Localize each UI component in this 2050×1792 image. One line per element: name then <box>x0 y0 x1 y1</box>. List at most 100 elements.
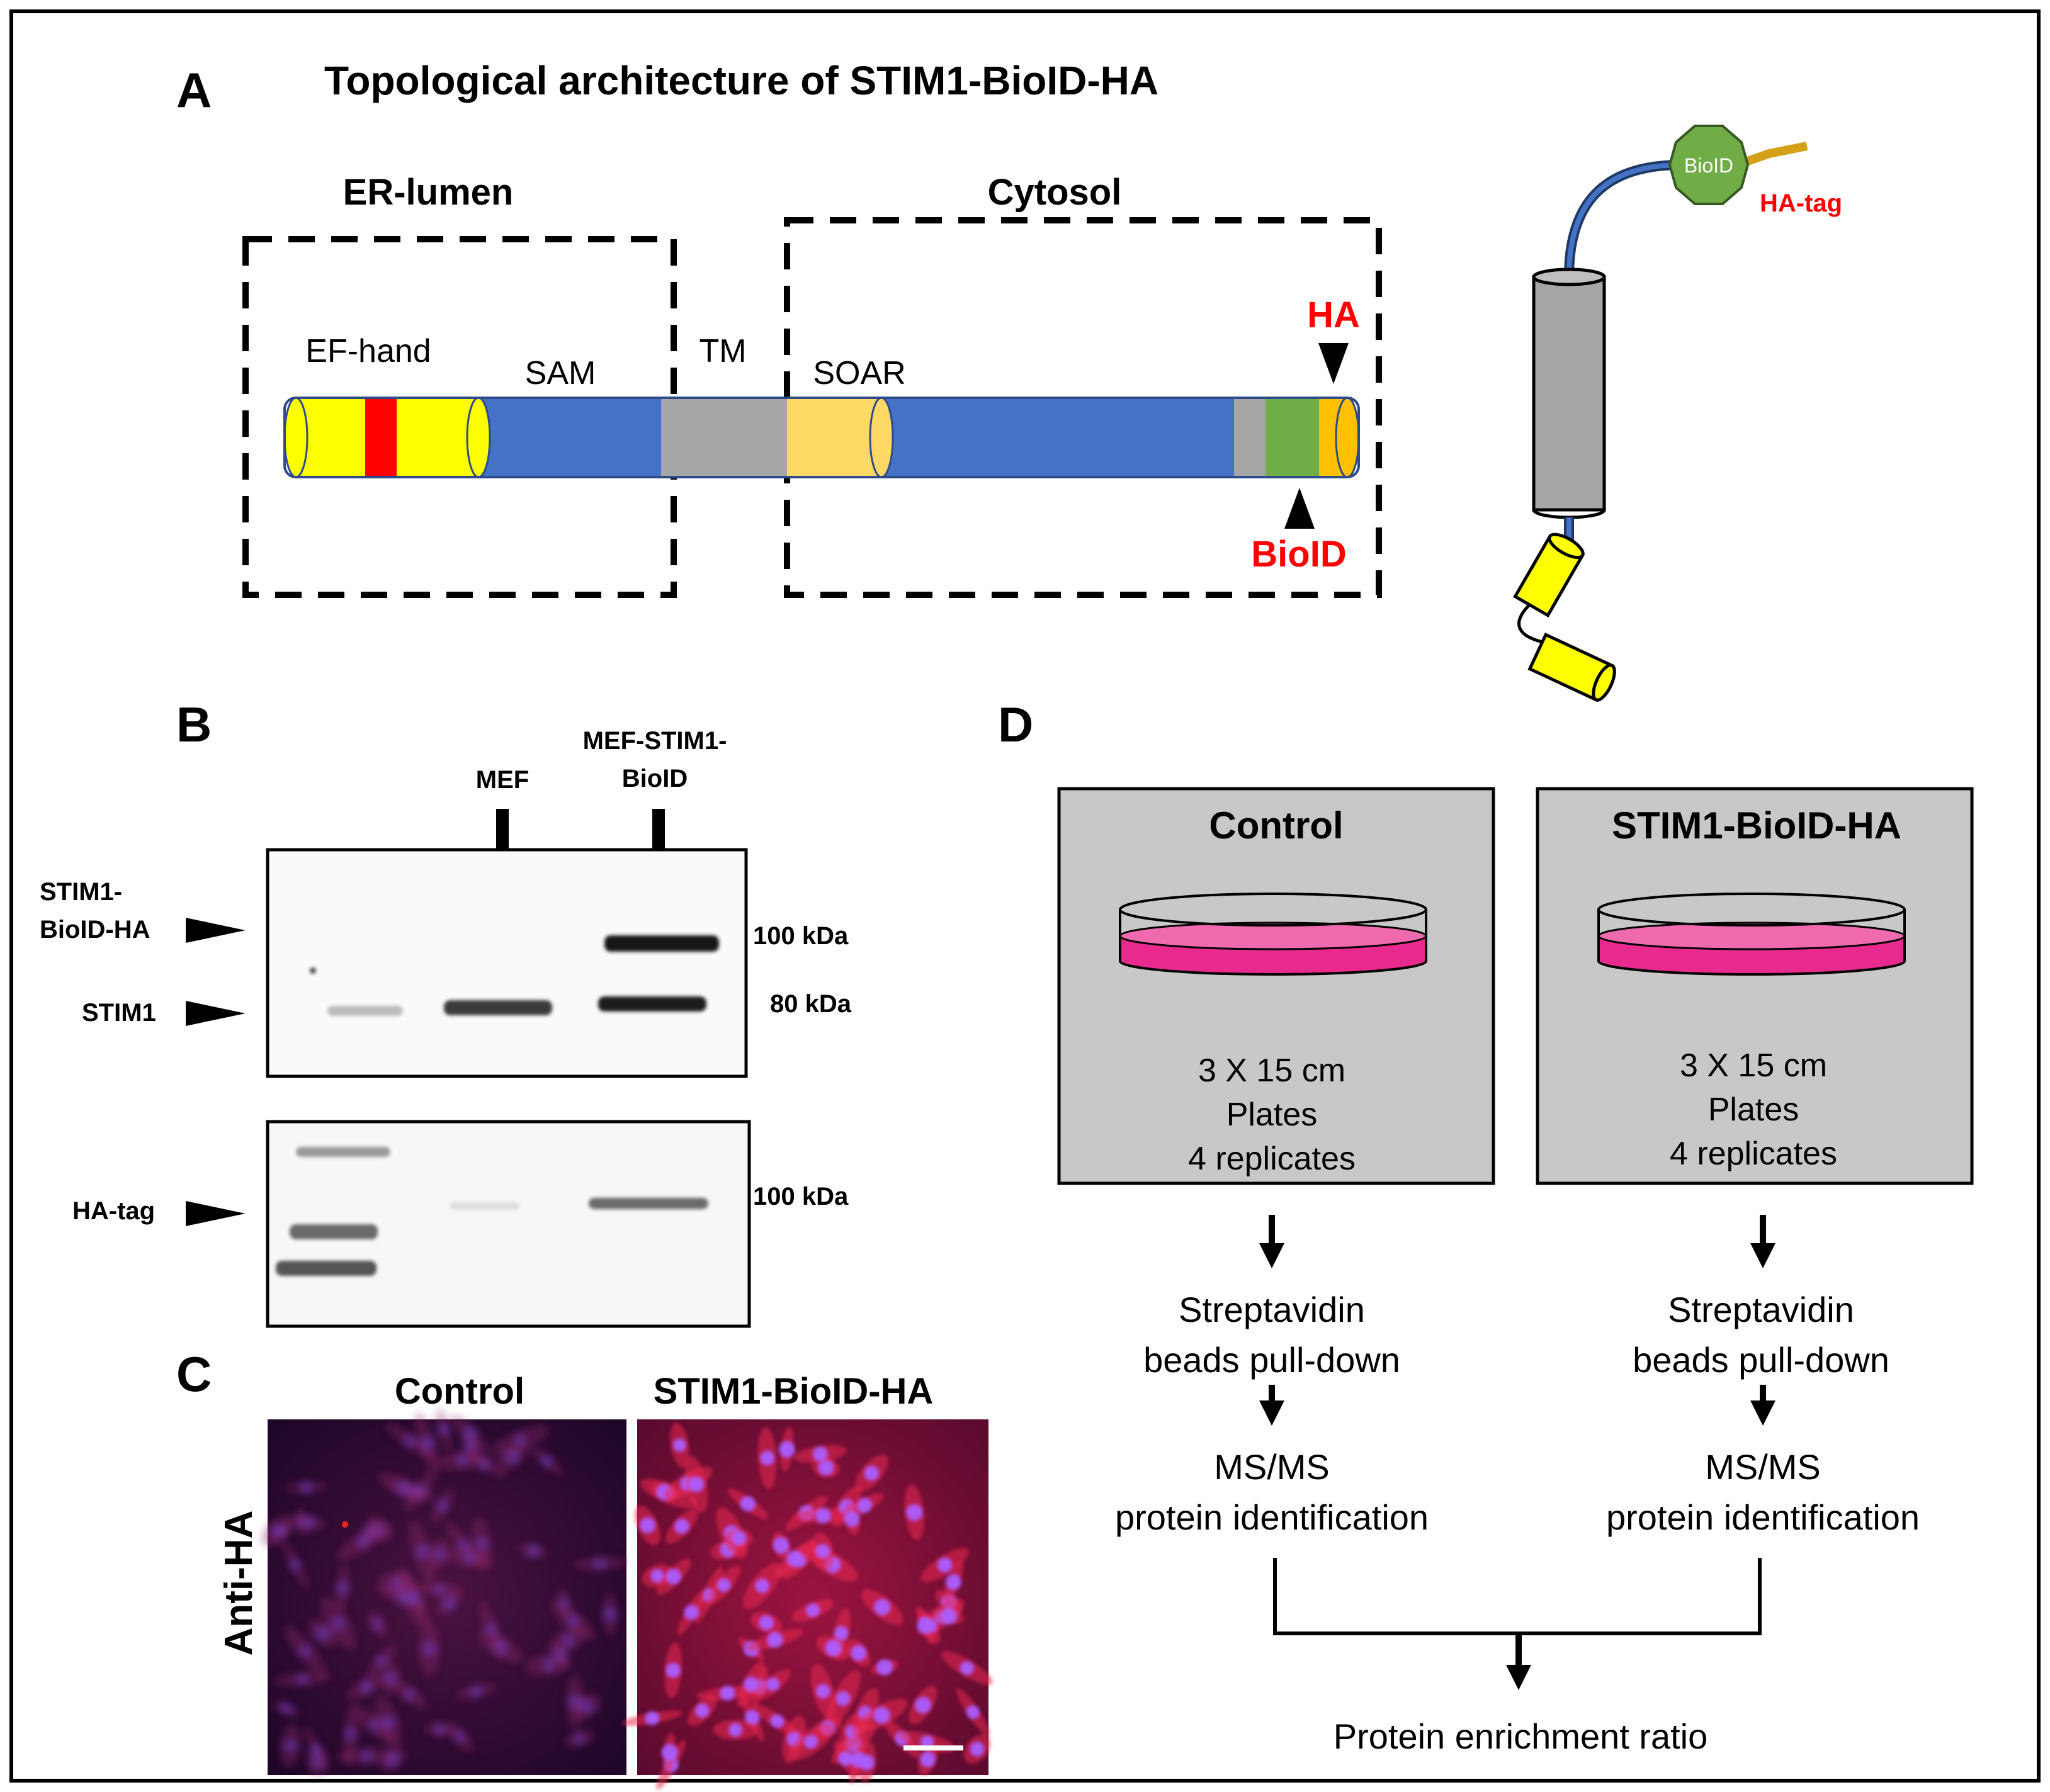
cell-nucleus <box>818 1460 834 1475</box>
cell-nucleus <box>806 1603 820 1617</box>
cytosolic-tail-core <box>1566 162 1682 278</box>
ef-hand-cylinder-2 <box>1527 632 1616 702</box>
cell-nucleus <box>475 1537 489 1550</box>
cell-nucleus <box>433 1723 446 1736</box>
arrow-down-icon <box>1750 1243 1775 1268</box>
arrow-down-icon <box>1506 1665 1531 1690</box>
control-condition-box <box>1057 787 1495 1185</box>
control-box-title: Control <box>1209 804 1343 847</box>
soar-end <box>869 397 894 478</box>
cell-nucleus <box>684 1605 699 1620</box>
ha-arrowhead-icon <box>1318 343 1349 384</box>
cell-nucleus <box>421 1641 437 1656</box>
ladder-band-1 <box>296 1147 390 1157</box>
cell-nucleus <box>665 1663 681 1678</box>
bioid-octagon-icon <box>1668 125 1750 205</box>
stim-box-title: STIM1-BioID-HA <box>1612 804 1901 847</box>
fusion-arrow-icon <box>186 918 246 943</box>
cell-nucleus <box>526 1543 540 1558</box>
cell-nucleus <box>906 1504 923 1521</box>
cell-nucleus <box>310 1743 322 1755</box>
ladder-band-2 <box>290 1224 378 1239</box>
cell-nucleus <box>834 1626 849 1640</box>
band-stim1-stim <box>598 996 706 1012</box>
cell-nucleus <box>970 1742 984 1756</box>
ladder-band-3 <box>276 1261 377 1276</box>
cell-nucleus <box>813 1446 828 1462</box>
ef-hand-loop <box>1517 603 1543 644</box>
bar-start-cap <box>283 397 309 478</box>
cell-nucleus <box>717 1579 731 1592</box>
cell-nucleus <box>920 1752 936 1767</box>
control-step1-line2: beads pull-down <box>1143 1340 1400 1380</box>
tm-cylinder <box>1532 275 1606 512</box>
control-step2-line1: MS/MS <box>1214 1447 1330 1487</box>
cell-nucleus <box>838 1751 853 1766</box>
cell-nucleus <box>395 1480 410 1495</box>
ha-tag-blot-label: HA-tag <box>72 1197 155 1225</box>
lane-label-stim-line1: MEF-STIM1- <box>583 727 727 755</box>
enrichment-ratio-label: Protein enrichment ratio <box>1334 1716 1708 1756</box>
cell-nucleus <box>720 1686 735 1701</box>
ha-tag-arrow-icon <box>186 1201 246 1226</box>
control-step2-line2: protein identification <box>1115 1497 1429 1537</box>
image-label-control: Control <box>395 1371 524 1412</box>
cell-nucleus <box>298 1644 312 1657</box>
cytosol-box <box>784 217 1382 598</box>
stim-plates-line3: 4 replicates <box>1670 1135 1837 1172</box>
cell-nucleus <box>462 1550 476 1564</box>
cell-nucleus <box>433 1547 446 1561</box>
bioid-arrowhead-icon <box>1284 488 1315 529</box>
western-blot-stim1 <box>266 848 748 1078</box>
control-cells <box>261 1408 627 1776</box>
bar-outline <box>283 397 1360 478</box>
lane-marker-stim <box>652 809 665 850</box>
soar-domain <box>787 398 881 477</box>
cell-nucleus <box>416 1545 430 1559</box>
stim-flow: Streptavidin beads pull-down MS/MS prote… <box>1606 1215 1920 1537</box>
stim-step1-line1: Streptavidin <box>1668 1290 1854 1329</box>
cell-nucleus <box>864 1466 879 1480</box>
cell-nucleus <box>438 1423 450 1436</box>
cell-nucleus <box>270 1523 285 1538</box>
band-stim1-mef <box>444 1000 552 1015</box>
stim-plates-line2: Plates <box>1708 1091 1799 1128</box>
bioid-domain <box>1266 398 1319 477</box>
lane-label-stim-line2: BioID <box>622 765 688 792</box>
linker-segment <box>1234 398 1266 477</box>
er-lumen-label: ER-lumen <box>343 172 514 213</box>
cell-nucleus <box>603 1606 618 1622</box>
cell-nucleus <box>331 1616 346 1631</box>
cell-nucleus <box>770 1714 784 1728</box>
cell-nucleus <box>284 1738 297 1752</box>
cell-nucleus <box>593 1557 607 1570</box>
cell-nucleus <box>674 1519 689 1534</box>
cell-nucleus <box>650 1569 664 1582</box>
image-label-stim: STIM1-BioID-HA <box>654 1371 934 1412</box>
cell-nucleus <box>436 1499 450 1513</box>
fusion-label-line1: STIM1- <box>40 878 122 906</box>
cell-nucleus <box>573 1732 586 1745</box>
band-ha-stim <box>589 1198 708 1209</box>
cell-nucleus <box>960 1661 974 1675</box>
cell-nucleus <box>740 1496 756 1511</box>
panel-a: A Topological architecture of STIM1-BioI… <box>176 58 1842 702</box>
cell-nucleus <box>665 1569 681 1584</box>
stim-dish-icon <box>1597 893 1906 976</box>
cell-nucleus <box>385 1752 400 1767</box>
cell-nucleus <box>873 1707 890 1723</box>
lane-label-mef: MEF <box>476 766 529 794</box>
cell-nucleus <box>816 1544 830 1558</box>
cell-nucleus <box>469 1684 483 1698</box>
cell-nucleus <box>359 1680 373 1694</box>
cell-nucleus <box>289 1558 302 1571</box>
cell-nucleus <box>836 1691 851 1706</box>
panel-a-title: Topological architecture of STIM1-BioID-… <box>324 58 1158 103</box>
topology-cartoon: BioID HA-tag <box>1513 125 1842 702</box>
control-red-dot <box>342 1521 348 1528</box>
cell-nucleus <box>315 1626 330 1641</box>
cell-nucleus <box>946 1574 961 1590</box>
cell-nucleus <box>300 1480 313 1494</box>
stim-step2-line2: protein identification <box>1606 1497 1920 1537</box>
